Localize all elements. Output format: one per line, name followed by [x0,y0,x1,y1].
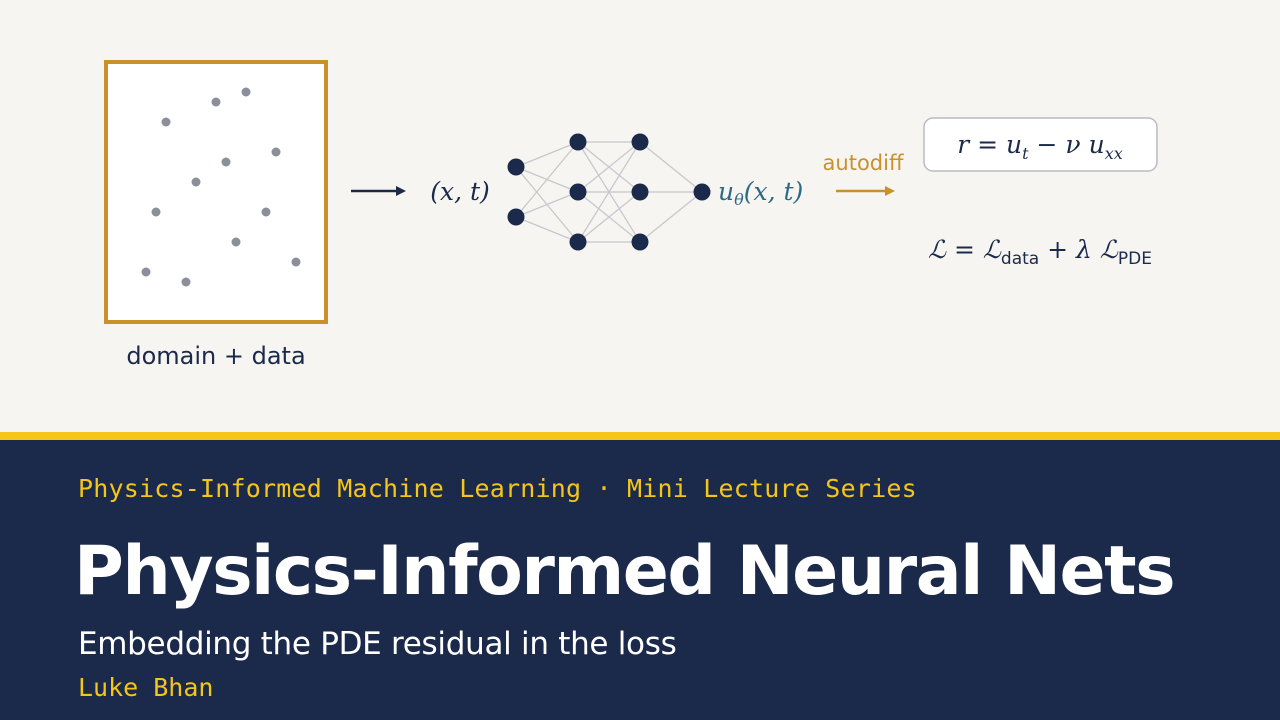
network-edge [639,141,703,193]
network-node [569,183,587,201]
collocation-point [291,257,301,267]
collocation-point [261,207,271,217]
collocation-point [141,267,151,277]
network-edge [515,141,579,218]
collocation-points [141,87,301,287]
network-edges [515,141,703,243]
collocation-point [271,147,281,157]
network-edge [577,191,641,243]
series-label: Physics-Informed Machine Learning · Mini… [78,474,917,503]
accent-divider [0,432,1280,440]
network-node [631,183,649,201]
diagram-panel: domain + data (x, t) uθ(x, t) autodiff r… [104,60,1158,370]
network-node [507,208,525,226]
collocation-point [191,177,201,187]
network-edge [639,191,703,243]
collocation-point [151,207,161,217]
lecture-subtitle: Embedding the PDE residual in the loss [78,626,677,662]
network-node [631,133,649,151]
collocation-point [211,97,221,107]
collocation-point [161,117,171,127]
input-label: (x, t) [430,177,490,206]
collocation-point [241,87,251,97]
residual-box [923,117,1158,172]
collocation-point [181,277,191,287]
network-node [569,233,587,251]
autodiff-label: autodiff [823,151,904,175]
collocation-point [231,237,241,247]
right-arrow-icon [351,186,406,196]
residual-equation: r = ut − ν uxx [957,130,1123,163]
collocation-point [221,157,231,167]
network-edge [577,141,641,243]
network-edge [577,141,641,193]
autodiff-arrow-icon [836,186,895,196]
title-banner [0,440,1280,720]
pinn-diagram: domain + data (x, t) uθ(x, t) autodiff r… [104,60,1158,370]
loss-equation: ℒ = ℒdata + λ ℒPDE [928,235,1152,269]
network-node [693,183,711,201]
network-edge [515,216,579,243]
network-edge [515,191,579,218]
network-node [507,158,525,176]
author-name: Luke Bhan [78,673,214,702]
domain-label: domain + data [126,342,305,370]
network-node [569,133,587,151]
output-label: uθ(x, t) [718,177,803,209]
lecture-title: Physics-Informed Neural Nets [74,532,1176,611]
network-nodes [507,133,711,251]
network-edge [515,141,579,168]
network-node [631,233,649,251]
